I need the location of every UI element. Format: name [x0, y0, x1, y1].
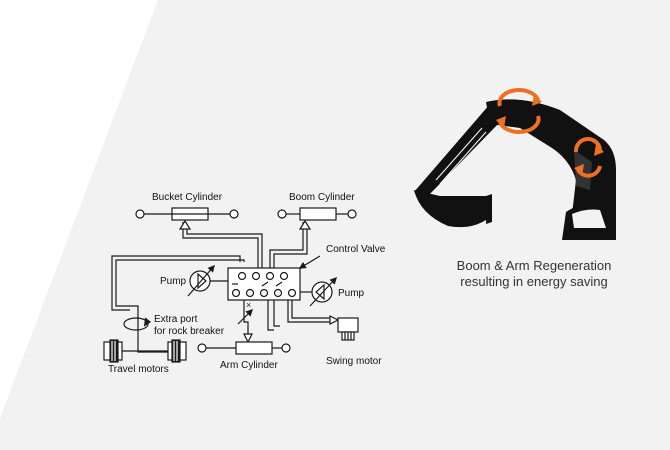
- extra-port-pointer: [237, 308, 254, 325]
- right-pump-symbol: [300, 276, 337, 307]
- rotation-arrow-icon: [123, 317, 152, 331]
- boom-cylinder-label: Boom Cylinder: [289, 192, 355, 203]
- control-valve: ×: [227, 267, 301, 310]
- travel-motors-label: Travel motors: [108, 364, 169, 375]
- caption-line-1: Boom & Arm Regeneration: [456, 258, 612, 273]
- left-pump-label: Pump: [160, 276, 187, 287]
- right-pump-label: Pump: [338, 288, 365, 299]
- boom-cylinder: [277, 207, 357, 221]
- arm-cylinder-label: Arm Cylinder: [220, 360, 278, 371]
- caption-line-2: resulting in energy saving: [460, 274, 608, 289]
- control-valve-label: Control Valve: [326, 244, 386, 255]
- arm-line: [243, 300, 280, 344]
- travel-line: [111, 255, 245, 353]
- swing-line: [287, 300, 340, 325]
- travel-motors-symbol: [103, 339, 187, 363]
- extra-port-label-line2: for rock breaker: [154, 326, 225, 337]
- swing-motor-label: Swing motor: [326, 356, 382, 367]
- swing-motor-symbol: [337, 317, 359, 341]
- control-valve-pointer: [298, 255, 321, 269]
- extra-port-label-line1: Extra port: [154, 314, 198, 325]
- left-pump-symbol: [187, 264, 228, 297]
- bucket-line: [178, 219, 263, 268]
- arm-cylinder: [197, 341, 291, 355]
- boom-line: [269, 219, 312, 268]
- svg-text:×: ×: [246, 300, 251, 310]
- regeneration-caption: Boom & Arm Regeneration resulting in ene…: [418, 258, 650, 290]
- arm-regeneration-arrow-icon: [573, 137, 604, 178]
- bucket-cylinder: [135, 207, 239, 221]
- bucket-cylinder-label: Bucket Cylinder: [152, 192, 223, 203]
- boom-regeneration-arrow-icon: [496, 87, 542, 135]
